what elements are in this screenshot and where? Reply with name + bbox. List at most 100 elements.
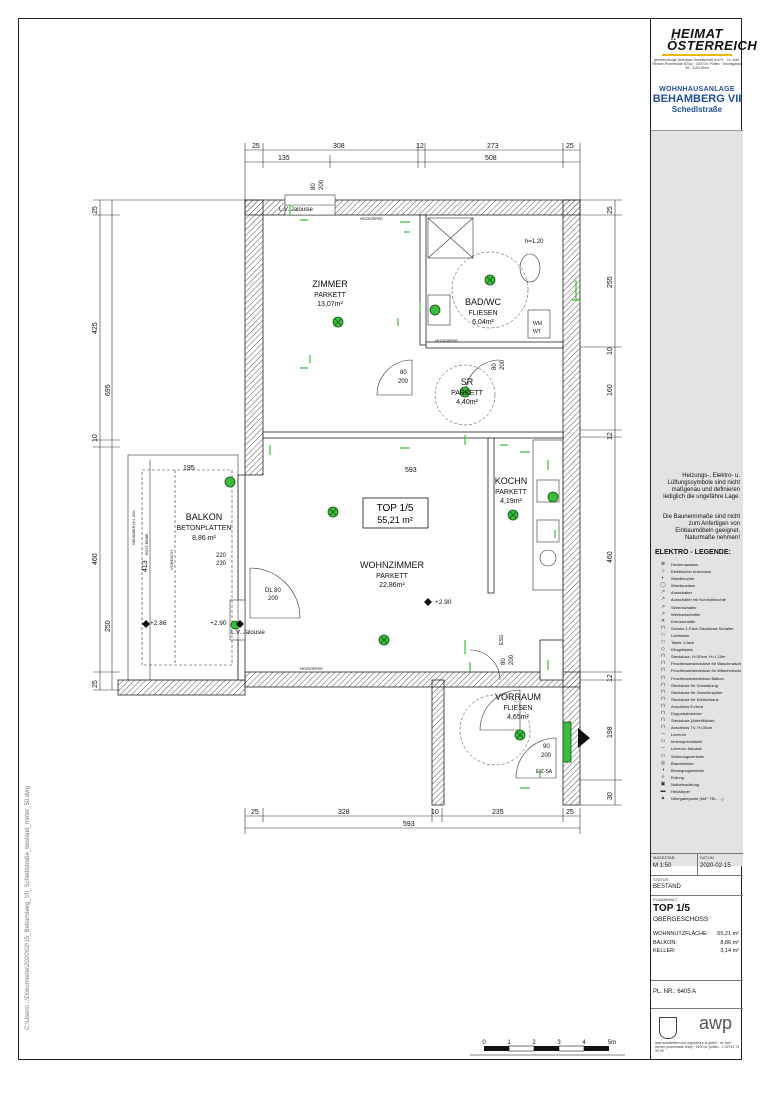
dim-left-7: 695 [105,384,112,396]
inner-dim-80c: 80 [492,363,498,370]
note-heizkoerper-1: HEIZKÖRPER [360,217,383,221]
floor-plan: 25 308 12 273 25 135 508 25 425 10 460 2… [92,143,625,1056]
room-name-sr: SR [461,377,474,387]
legend-item: ▭Innensprechstelle [655,738,741,745]
inner-dim-80b: 80 [400,370,407,376]
legend-item-label: Ausschalter mit Kontrollleuchte [671,597,726,603]
legend-item: ⊓Steckdose für Dunstabzug [655,682,741,689]
inner-dim-200c: 200 [541,753,552,759]
room-floor-zimmer: PARKETT [314,292,346,299]
note-rostrinne: ROST-RINNE [145,533,149,555]
room-area-sr: 4,40m² [456,399,478,406]
room-floor-kochn: PARKETT [495,489,527,496]
legend-symbol-icon: ◇ [661,646,665,653]
planinhalt-label: PLANINHALT [653,897,678,902]
legend-item: ⊗Deckenauslass [655,561,741,568]
dim-top-5: 25 [566,143,574,150]
windows [229,194,336,641]
balcony-outline [127,454,239,681]
wnf-label: WOHNNUTZFLÄCHE: [653,931,709,937]
room-floor-balkon: BETONPLATTEN [177,525,232,532]
wnf-value: 55,21 m² [717,931,739,937]
legend-symbol-icon: ▭ [660,738,666,745]
inner-dim-h120: h=1,20 [525,239,544,245]
legend-symbol-icon: ◑ [661,766,665,773]
dim-right-3: 10 [607,347,614,355]
title-block: HEIMAT ÖSTERREICH gemeinnützige Wohnbau … [650,18,757,1060]
legend-item: ▣Notbeleuchtung [655,781,741,788]
legend-symbol-icon: ↗ [660,589,666,596]
inner-dim-200b: 200 [398,379,409,385]
scale-tick-1: 1 [507,1040,511,1046]
legend-item-label: Elektrischer Anschluss [671,569,712,575]
legend-symbol-icon: ⊓ [661,660,665,667]
legend-item-label: Lichttaster [671,632,690,638]
dim-left-3: 10 [92,434,99,442]
scale-tick-3: 3 [557,1040,561,1046]
note-symbols: Heizungs-, Elektro- u. Lüftungssymbole s… [663,473,740,500]
massstab-label: MASSSTAB [653,855,675,860]
legend-item: ⏚Erdung [655,774,741,781]
legend-item: ⊓Doppelsteckdose [655,710,741,717]
legend-item-label: Wandauslass [671,583,695,589]
legend-symbol-icon: ◐ [661,575,665,582]
legend-symbol-icon: □ [661,631,665,638]
keller-label: KELLER: [653,948,676,954]
status-label: STATUS [653,877,669,882]
awp-badge-icon [659,1017,677,1039]
dimension-top [244,143,581,200]
inner-dim-90: 90 [543,744,550,750]
room-floor-wohn: PARKETT [376,573,408,580]
plan-number: PL. NR.: 6405 A [653,989,697,995]
legend-symbol-icon: ⊓ [661,681,665,688]
room-area-kochn: 4,19m² [500,498,522,505]
room-floor-bad: FLIESEN [468,310,497,317]
legend-item: ▬Heizkörper [655,788,741,795]
legend-item: ⊓Steckdose, H=30cm, H=1,10m [655,653,741,660]
note-gelaender: GELÄNDER H=1,00m [132,510,136,545]
dimension-bottom [244,808,581,834]
project-line-c: Schedlstraße [671,105,723,114]
legend-symbol-icon: ○ [661,568,665,575]
file-path: C:\Users\...\Dokumente\2020\02\15_Behamb… [25,786,31,1030]
dim-bottom-4: 235 [492,809,504,816]
scale-tick-0: 0 [482,1040,486,1046]
balkon-value: 8,86 m² [720,940,739,946]
legend-item-label: Erdung [671,774,684,780]
legend-item-label: Doppelsteckdose [671,710,702,716]
legend-item-label: Notbeleuchtung [671,781,700,787]
note-vordach: VORDACH [169,550,174,570]
legend-item: ↗Ausschalter [655,589,741,596]
legend-item: □Taster 1-fach [655,639,741,646]
lamp-radius [434,251,531,766]
legend-item-label: Steckdose, H=30cm, H=1,10m [671,654,726,660]
dim-top-4: 273 [487,143,499,150]
kitchen-counter [532,439,564,591]
legend-item-label: Taster 1-fach [671,640,695,646]
room-floor-vorraum: FLIESEN [503,705,532,712]
legend-symbol-icon: ↗ [660,596,666,603]
status-cell: STATUS BESTAND [651,875,743,895]
scale-tick-5: 5m [608,1040,616,1046]
dim-left-6: 25 [92,680,99,688]
legend-item-label: Feuchtraumsteckdose für Wäschetrockner [671,668,741,674]
legend-symbol-icon: ◯ [660,582,666,589]
legend-item: ↗ Ausschalter mit Kontrollleuchte [655,596,741,603]
legend-symbol-icon: ⊓ [661,717,665,724]
dim-left-2: 425 [92,322,99,334]
note-lv-jalousie-balkon: L.V. Jalousie [231,630,265,636]
dim-top-3: 12 [416,143,424,150]
legend-symbol-icon: ▲ [660,795,666,802]
legend-item-label: Leerrohr [671,732,687,738]
dim-right-4: 160 [607,384,614,396]
legend-symbol-icon: ◎ [660,759,666,766]
sheet-frame [18,18,742,1060]
legend-symbol-icon: ▭ [660,752,666,759]
legend-item-label: Steckdose (Arbeitfläche) [671,718,715,724]
room-area-wohn: 22,86m² [379,582,405,589]
bathroom-fixtures [427,217,551,339]
massstab-value: M 1:50 [653,863,672,869]
legend-item: ◑Bewegungsmelder [655,767,741,774]
dim-right-2: 255 [607,276,614,288]
dim-bottom-5: 25 [566,809,574,816]
